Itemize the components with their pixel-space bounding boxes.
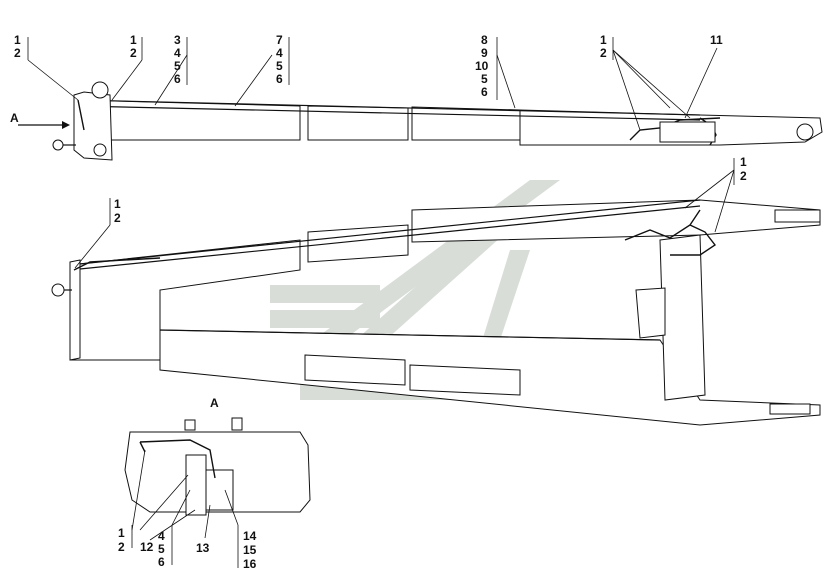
label-detail-6: 6 [158, 555, 165, 569]
label-col3-5: 5 [174, 59, 181, 73]
label-mid-right-2: 2 [740, 169, 747, 183]
label-detail-12: 12 [140, 540, 154, 554]
label-detail-1: 1 [118, 526, 125, 540]
label-col7-5: 5 [276, 59, 283, 73]
label-col7-6: 6 [276, 72, 283, 86]
label-col8-6: 6 [481, 85, 488, 99]
top-boom-view [18, 81, 823, 161]
label-col3-6: 6 [174, 72, 181, 86]
arrow-a-label: A [10, 111, 19, 125]
label-top-right-2: 2 [600, 46, 607, 60]
label-col8-10: 10 [475, 59, 489, 73]
label-mid-right-1: 1 [740, 155, 747, 169]
label-col7-4: 4 [276, 46, 283, 60]
callout-labels: A A 1 2 1 2 3 4 5 6 7 4 5 6 8 9 10 5 6 1… [10, 33, 747, 571]
detail-a-title: A [210, 396, 219, 410]
label-top-left-b-1: 1 [130, 33, 137, 47]
leader-lines [27, 37, 735, 568]
label-top-right-1: 1 [600, 33, 607, 47]
label-col3-3: 3 [174, 33, 181, 47]
label-top-left-a-1: 1 [14, 33, 21, 47]
label-detail-5: 5 [158, 542, 165, 556]
label-detail-4: 4 [158, 529, 165, 543]
label-detail-16: 16 [243, 557, 257, 571]
label-col8-9: 9 [481, 46, 488, 60]
label-mid-left-1: 1 [114, 197, 121, 211]
label-detail-2: 2 [118, 540, 125, 554]
middle-boom-view [51, 199, 821, 426]
label-11: 11 [710, 33, 723, 47]
label-top-left-a-2: 2 [14, 46, 21, 60]
label-mid-left-2: 2 [114, 211, 121, 225]
label-top-left-b-2: 2 [130, 46, 137, 60]
label-col8-8: 8 [481, 33, 488, 47]
label-detail-14: 14 [243, 529, 257, 543]
label-col8-5: 5 [481, 72, 488, 86]
detail-a-view [124, 417, 311, 516]
label-detail-13: 13 [196, 541, 210, 555]
label-detail-15: 15 [243, 543, 257, 557]
label-col3-4: 4 [174, 46, 181, 60]
label-col7-7: 7 [276, 33, 283, 47]
